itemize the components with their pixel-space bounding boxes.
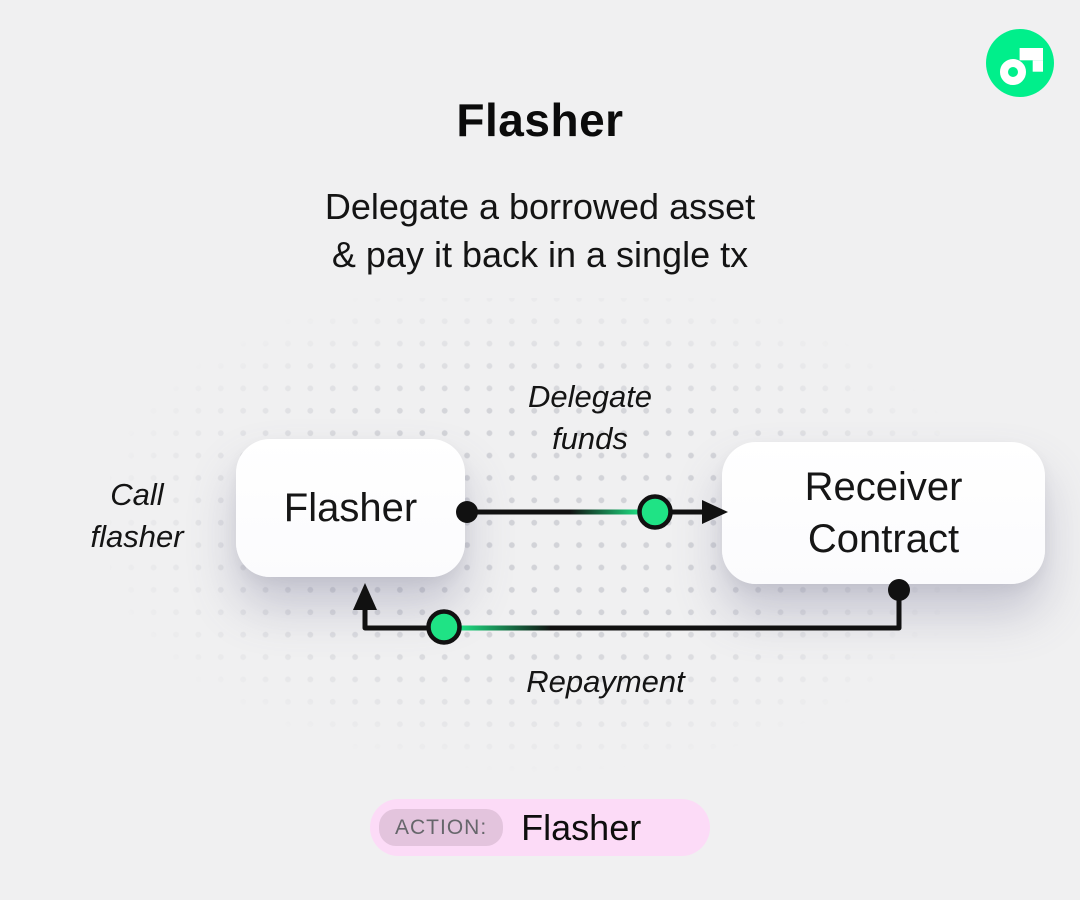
subtitle-line-1: Delegate a borrowed asset: [324, 186, 756, 227]
subtitle: Delegate a borrowed asset & pay it back …: [0, 183, 1080, 279]
node-receiver-contract: Receiver Contract: [722, 442, 1045, 584]
page-title: Flasher: [456, 93, 624, 146]
call-flasher-label: Call flasher: [47, 474, 227, 558]
action-value: Flasher: [521, 806, 642, 848]
delegate-funds-label: Delegate funds: [480, 376, 700, 460]
node-receiver-line-2: Contract: [807, 517, 960, 561]
flow-logo-crossbar: [1019, 48, 1043, 61]
node-receiver-line-1: Receiver: [804, 465, 963, 509]
delegate-funds-line-2: funds: [552, 421, 628, 456]
flow-logo-loop: [1000, 59, 1026, 85]
subtitle-line-2: & pay it back in a single tx: [331, 234, 749, 275]
flow-logo-svg: [986, 29, 1054, 97]
action-badge: ACTION:: [379, 809, 504, 846]
node-flasher-label: Flasher: [283, 485, 418, 530]
flow-logo-icon: [986, 29, 1054, 97]
repayment-label-text: Repayment: [526, 664, 685, 699]
node-flasher: Flasher: [236, 439, 465, 577]
delegate-funds-line-1: Delegate: [527, 379, 653, 414]
flow-logo-square: [1032, 60, 1043, 72]
action-pill: ACTION: Flasher: [370, 799, 710, 856]
repayment-label: Repayment: [493, 661, 718, 703]
call-flasher-line-2: flasher: [90, 519, 184, 554]
call-flasher-line-1: Call: [110, 477, 164, 512]
